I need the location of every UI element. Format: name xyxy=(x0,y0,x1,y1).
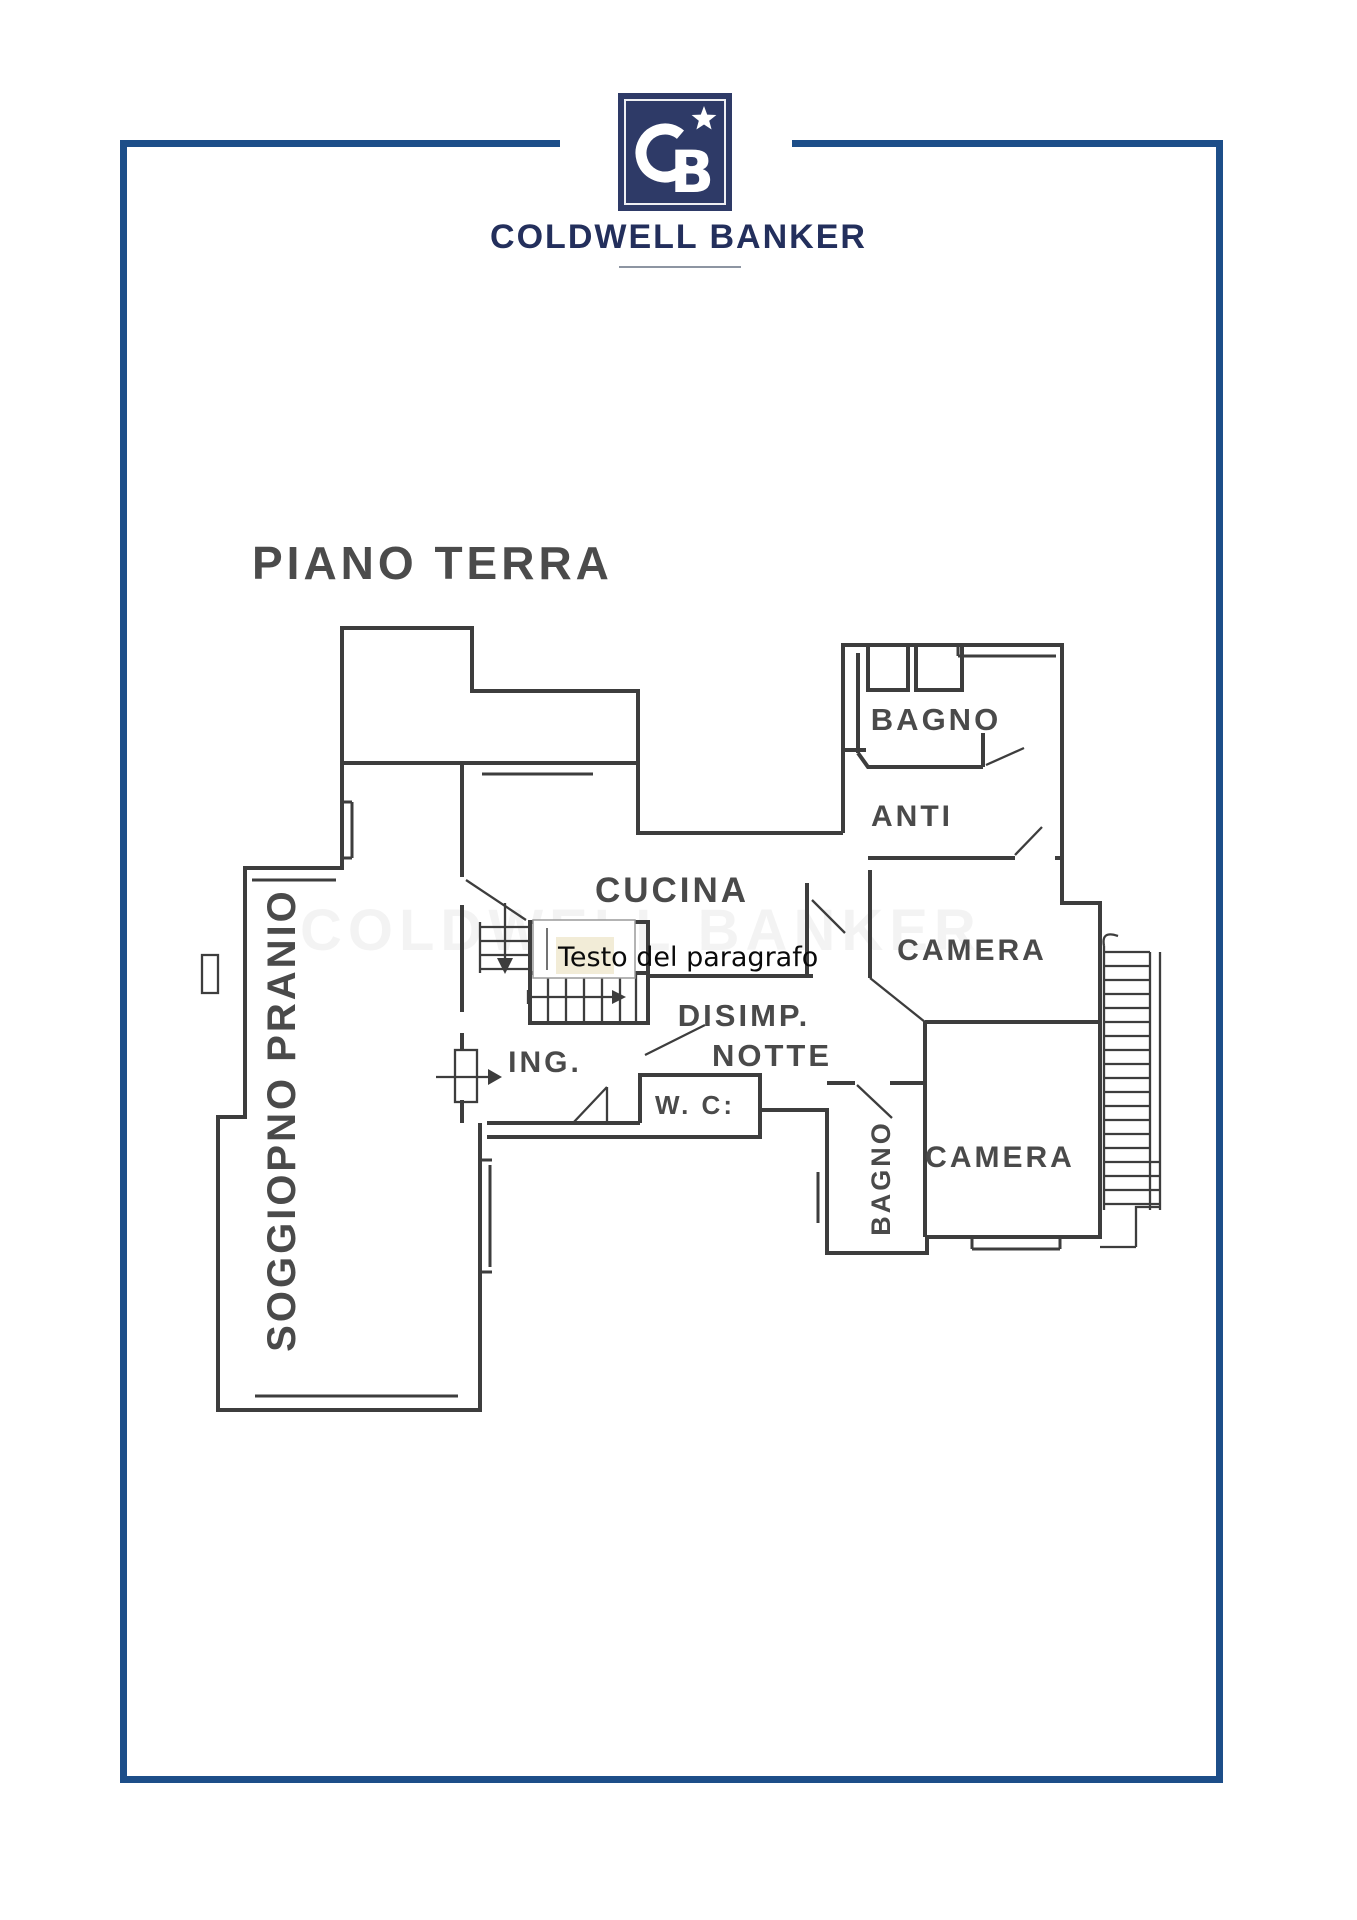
ladder-rungs xyxy=(1104,950,1160,1206)
logo-inner-border xyxy=(624,99,726,205)
wall-bagno-niches xyxy=(866,645,964,692)
room-label-ing: ING. xyxy=(508,1046,582,1079)
watermark-text: COLDWELL BANKER xyxy=(300,898,982,963)
text-overlay-highlight xyxy=(556,937,614,974)
logo-star-icon xyxy=(691,106,717,130)
door-swing-corridor-right xyxy=(811,899,846,934)
room-label-notte: NOTTE xyxy=(712,1038,832,1073)
brand-underline xyxy=(619,266,741,268)
room-label-wc: W. C: xyxy=(655,1090,735,1120)
wall-top-column xyxy=(340,626,640,763)
cb-monogram-icon: B xyxy=(635,106,717,206)
room-label-anti: ANTI xyxy=(871,800,953,833)
wall-bagno-bottom xyxy=(856,733,985,769)
door-swing-anti xyxy=(1014,826,1043,856)
window-bagno-top xyxy=(956,645,1056,658)
coldwell-banker-logo: B xyxy=(618,93,732,211)
room-label-disimp: DISIMP. xyxy=(678,998,810,1033)
wall-outline-soggiorno xyxy=(216,763,482,1412)
room-label-bagno-top: BAGNO xyxy=(871,702,1001,737)
room-label-camera-upper: CAMERA xyxy=(897,934,1047,967)
window-camera-lower xyxy=(970,1237,1062,1251)
door-swing-cucina xyxy=(465,879,527,921)
door-swing-bagno-top xyxy=(985,746,1025,767)
door-swing-bagno-lower xyxy=(856,1084,893,1119)
text-overlay-box[interactable]: Testo del paragrafo xyxy=(532,919,818,979)
overlay-paragraph-text[interactable]: Testo del paragrafo xyxy=(557,942,818,973)
ladder-rails xyxy=(1102,933,1162,1210)
door-swing-corridor xyxy=(644,1023,706,1057)
wall-corridor-top xyxy=(636,763,843,835)
logo-letter-b: B xyxy=(670,138,714,206)
entrance-arrowhead-icon xyxy=(488,1069,502,1085)
room-label-camera-lower: CAMERA xyxy=(925,1141,1075,1174)
ladder-landing xyxy=(1100,1205,1160,1249)
stairs-arrow-right xyxy=(526,990,612,1004)
room-label-cucina: CUCINA xyxy=(595,871,749,910)
wall-wc xyxy=(638,1073,762,1137)
wall-cucina-corridor xyxy=(648,883,813,978)
stairs-arrowhead-right-icon xyxy=(612,990,626,1004)
wall-pillar xyxy=(200,953,220,995)
door-swing-camera-upper xyxy=(869,977,926,1023)
stairs-arrowhead-down-icon xyxy=(497,958,513,974)
page-title: PIANO TERRA xyxy=(252,537,613,589)
brand-wordmark: COLDWELL BANKER xyxy=(490,218,867,256)
door-swing-wc xyxy=(572,1086,609,1124)
window-soggiorno-right xyxy=(480,1158,492,1274)
room-label-soggiorno: SOGGIOPNO PRANIO xyxy=(260,888,304,1352)
room-label-bagno-lower: BAGNO xyxy=(866,1120,896,1236)
